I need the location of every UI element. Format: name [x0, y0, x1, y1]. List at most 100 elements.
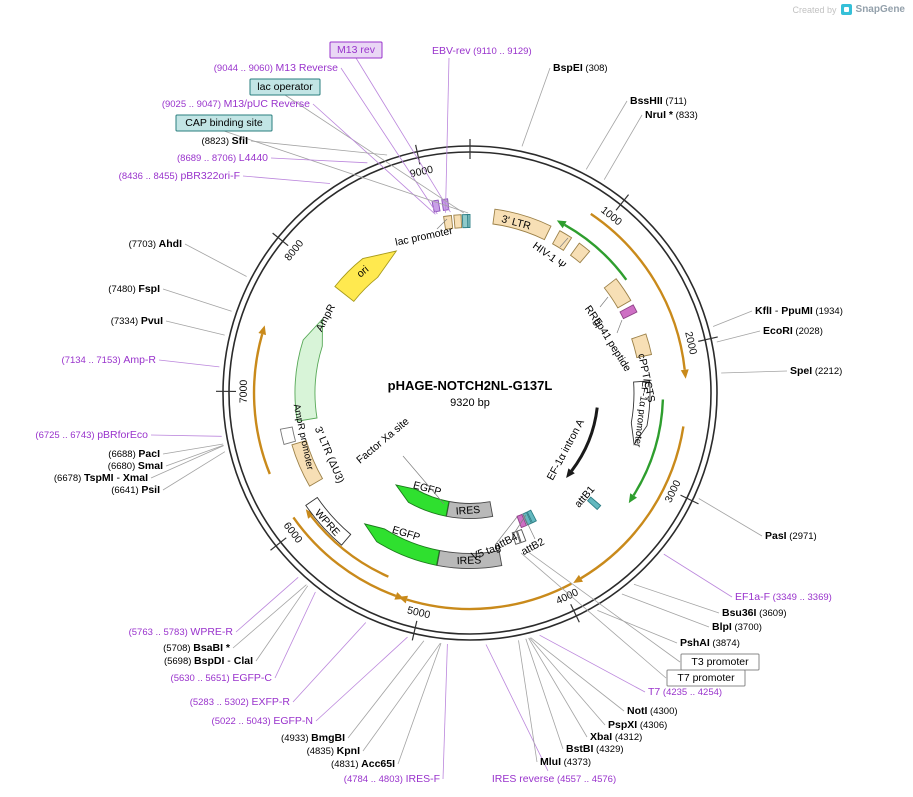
feature-attb4[interactable] [526, 509, 537, 524]
feature-rre[interactable] [603, 278, 632, 309]
inner-label-gp41-peptide[interactable]: gp41 peptide [591, 316, 633, 374]
label-egfp-c[interactable]: (5630 .. 5651) EGFP-C [171, 672, 273, 684]
tick-label: 6000 [281, 520, 305, 546]
feature-lac-promoter-a[interactable] [443, 215, 454, 230]
label-ecori[interactable]: EcoRI (2028) [763, 325, 823, 337]
label-m13-reverse-leader [340, 67, 438, 215]
label-pbr322ori-f[interactable]: (8436 .. 8455) pBR322ori-F [119, 170, 240, 182]
label-mlui[interactable]: MluI (4373) [540, 756, 591, 768]
label-spei[interactable]: SpeI (2212) [790, 365, 842, 377]
feature-egfp-lower[interactable] [363, 523, 440, 566]
label-pshai[interactable]: PshAI (3874) [680, 637, 740, 649]
label-bmgbi[interactable]: (4933) BmgBI [281, 732, 345, 744]
label-acc65i-leader [397, 643, 442, 765]
label-bsabi[interactable]: (5708) BsaBI * [163, 642, 231, 654]
inner-label-ires-upper[interactable]: IRES [455, 504, 480, 518]
label-egfp-n[interactable]: (5022 .. 5043) EGFP-N [212, 715, 313, 727]
feature-3ltr-top[interactable] [492, 208, 552, 241]
label-paci[interactable]: (6688) PacI [108, 448, 160, 460]
feature-orange-arc-2[interactable] [580, 426, 685, 580]
feature-psi-box-b[interactable] [569, 242, 591, 264]
label-t7-promoter[interactable]: T7 promoter [677, 672, 735, 684]
label-kfli-ppumi-leader [712, 310, 753, 327]
inner-label-ef1a-intron-a[interactable]: EF-1α intron A [545, 417, 587, 482]
label-exfp-r[interactable]: (5283 .. 5302) EXFP-R [190, 696, 291, 708]
label-psii[interactable]: (6641) PsiI [111, 484, 160, 496]
label-m13-rev[interactable]: M13 rev [337, 44, 376, 56]
feature-orange-arc-4[interactable] [292, 516, 397, 598]
label-smai[interactable]: (6680) SmaI [108, 460, 163, 472]
label-pasi[interactable]: PasI (2971) [765, 530, 817, 542]
label-wpre-r[interactable]: (5763 .. 5783) WPRE-R [129, 626, 234, 638]
label-bsshii[interactable]: BssHII (711) [630, 95, 687, 107]
inner-label-3ltr[interactable]: 3' LTR [500, 213, 532, 232]
label-ebv-rev[interactable]: EBV-rev (9110 .. 9129) [432, 45, 532, 57]
feature-green-arc-1[interactable] [564, 223, 628, 281]
feature-ampr[interactable] [294, 317, 323, 422]
label-xbai[interactable]: XbaI (4312) [590, 731, 642, 743]
label-nrui[interactable]: NruI * (833) [645, 109, 698, 121]
label-ef1a-f[interactable]: EF1a-F (3349 .. 3369) [735, 591, 832, 603]
label-bstbi[interactable]: BstBI (4329) [566, 743, 624, 755]
label-m13-rev-box [329, 41, 383, 59]
label-pbrforeco[interactable]: (6725 .. 6743) pBRforEco [35, 429, 148, 441]
feature-t3-promoter[interactable] [516, 529, 527, 544]
label-bspdi-clai[interactable]: (5698) BspDI - ClaI [164, 655, 253, 667]
inner-label-lac-promoter[interactable]: lac promoter [394, 225, 454, 249]
feature-cap-binding-site[interactable] [467, 214, 471, 228]
inner-label-factor-xa-site[interactable]: Factor Xa site [354, 415, 411, 466]
feature-3ltr-du3[interactable] [291, 440, 324, 487]
label-bspei[interactable]: BspEI (308) [553, 62, 608, 74]
inner-label-ires-lower[interactable]: IRES [457, 554, 482, 567]
label-pspxi[interactable]: PspXI (4306) [608, 719, 667, 731]
feature-t7-promoter[interactable] [511, 530, 521, 545]
label-kfli-ppumi[interactable]: KflI - PpuMI (1934) [755, 305, 843, 317]
label-cap-binding-site[interactable]: CAP binding site [185, 117, 263, 129]
feature-ef1a-intron-a[interactable] [570, 407, 599, 472]
feature-ef1a-promoter[interactable] [630, 380, 651, 446]
feature-gp41-peptide[interactable] [619, 304, 638, 320]
feature-orange-arc-5[interactable] [310, 515, 389, 578]
label-t7-primer[interactable]: T7 (4235 .. 4254) [648, 686, 722, 698]
feature-orange-arc-6[interactable] [252, 333, 271, 475]
label-sfii[interactable]: (8823) SfiI [202, 135, 249, 147]
feature-orange-arc-3[interactable] [406, 582, 572, 611]
label-lac-operator[interactable]: lac operator [257, 81, 313, 93]
feature-lac-operator[interactable] [461, 214, 469, 229]
label-amp-r[interactable]: (7134 .. 7153) Amp-R [62, 354, 157, 366]
label-blpi[interactable]: BlpI (3700) [712, 621, 762, 633]
feature-cppt-cts[interactable] [631, 333, 653, 359]
label-amp-r-leader [158, 359, 220, 368]
label-t3-promoter[interactable]: T3 promoter [691, 656, 749, 668]
feature-attb2[interactable] [522, 511, 533, 526]
label-ef1a-f-leader [663, 553, 733, 598]
label-lac-operator-box [249, 78, 321, 96]
label-m13-reverse[interactable]: (9044 .. 9060) M13 Reverse [214, 62, 338, 74]
feature-egfp-upper[interactable] [394, 484, 450, 517]
feature-ires-lower[interactable] [436, 550, 503, 569]
label-m13-puc-reverse[interactable]: (9025 .. 9047) M13/pUC Reverse [162, 98, 310, 110]
feature-ampr-promoter[interactable] [279, 426, 297, 445]
feature-ori[interactable] [334, 250, 398, 303]
feature-orange-arc-1[interactable] [590, 212, 686, 370]
label-bsu36i[interactable]: Bsu36I (3609) [722, 607, 787, 619]
feature-green-arc-2[interactable] [632, 399, 665, 497]
label-ires-f[interactable]: (4784 .. 4803) IRES-F [344, 773, 440, 785]
label-fspi[interactable]: (7480) FspI [108, 283, 160, 295]
label-ahdi[interactable]: (7703) AhdI [129, 238, 183, 250]
tick-label: 8000 [282, 238, 306, 264]
feature-lac-promoter-b[interactable] [453, 214, 463, 229]
feature-psi-box-a[interactable] [551, 230, 573, 252]
label-nrui-leader [603, 114, 643, 180]
feature-attb1[interactable] [586, 496, 602, 511]
label-noti[interactable]: NotI (4300) [627, 705, 678, 717]
label-pvui[interactable]: (7334) PvuI [111, 315, 163, 327]
label-acc65i[interactable]: (4831) Acc65I [331, 758, 395, 770]
label-l4440[interactable]: (8689 .. 8706) L4440 [177, 152, 268, 164]
tick-label: 5000 [406, 604, 432, 621]
label-ires-reverse[interactable]: IRES reverse (4557 .. 4576) [492, 773, 616, 785]
feature-wpre[interactable] [305, 496, 352, 546]
label-kpni[interactable]: (4835) KpnI [307, 745, 361, 757]
label-tspmi-xmai[interactable]: (6678) TspMI - XmaI [54, 472, 148, 484]
inner-label-ampr[interactable]: AmpR [314, 302, 338, 334]
